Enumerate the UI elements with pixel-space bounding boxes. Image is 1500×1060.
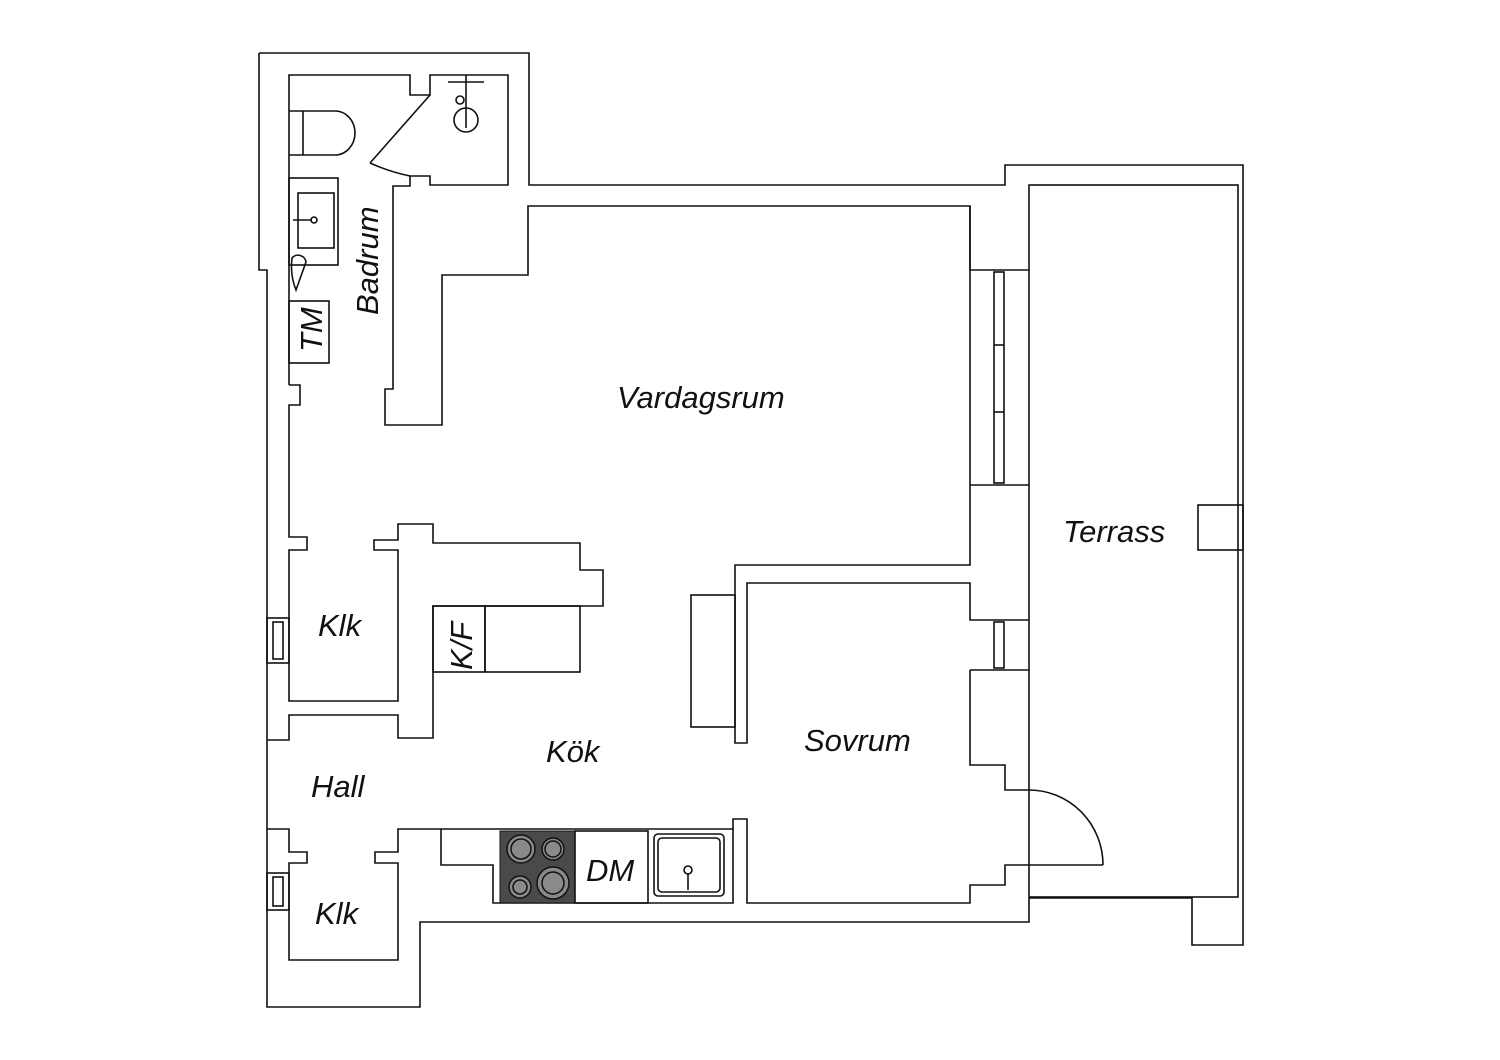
living-room-window (993, 271, 1005, 484)
washing-machine-box (288, 300, 330, 364)
room-label-badrum: Badrum (350, 206, 385, 315)
terrace-outline (1028, 184, 1239, 898)
wardrobe (690, 594, 736, 728)
bathroom-door (369, 94, 431, 164)
bathroom-sink-cabinet (288, 177, 339, 266)
inner-wall-lower (267, 818, 1103, 961)
shower-head-icon (290, 254, 307, 293)
room-label-hall: Hall (311, 769, 366, 804)
room-label-klk-upper: Klk (318, 608, 363, 643)
inner-wall-bedroom (734, 206, 1029, 744)
outer-wall (258, 52, 1244, 1008)
counter-edge (440, 829, 734, 904)
bathroom-door-arc (369, 162, 411, 177)
shower-icon (448, 75, 484, 133)
window (266, 617, 290, 664)
room-label-vardagsrum: Vardagsrum (617, 380, 785, 415)
appliance-label-dm: DM (586, 853, 634, 888)
window (266, 872, 290, 911)
bedroom-window (993, 621, 1005, 669)
dishwasher-box (574, 830, 649, 904)
room-label-klk-lower: Klk (315, 896, 360, 931)
room-label-kok: Kök (546, 734, 601, 769)
toilet-icon (289, 110, 356, 156)
kitchen-sink-icon (653, 833, 725, 897)
terrace-door-arc (1028, 789, 1104, 866)
bathroom-wall (288, 74, 1029, 426)
burner-icons (506, 834, 570, 900)
inner-wall-left (267, 384, 604, 741)
kitchen-cabinet (484, 605, 581, 673)
room-label-sovrum: Sovrum (804, 723, 911, 758)
room-label-tm: TM (294, 307, 329, 352)
terrace-post (1197, 504, 1244, 551)
room-label-kf: K/F (444, 620, 479, 670)
room-label-terrass: Terrass (1063, 514, 1165, 549)
